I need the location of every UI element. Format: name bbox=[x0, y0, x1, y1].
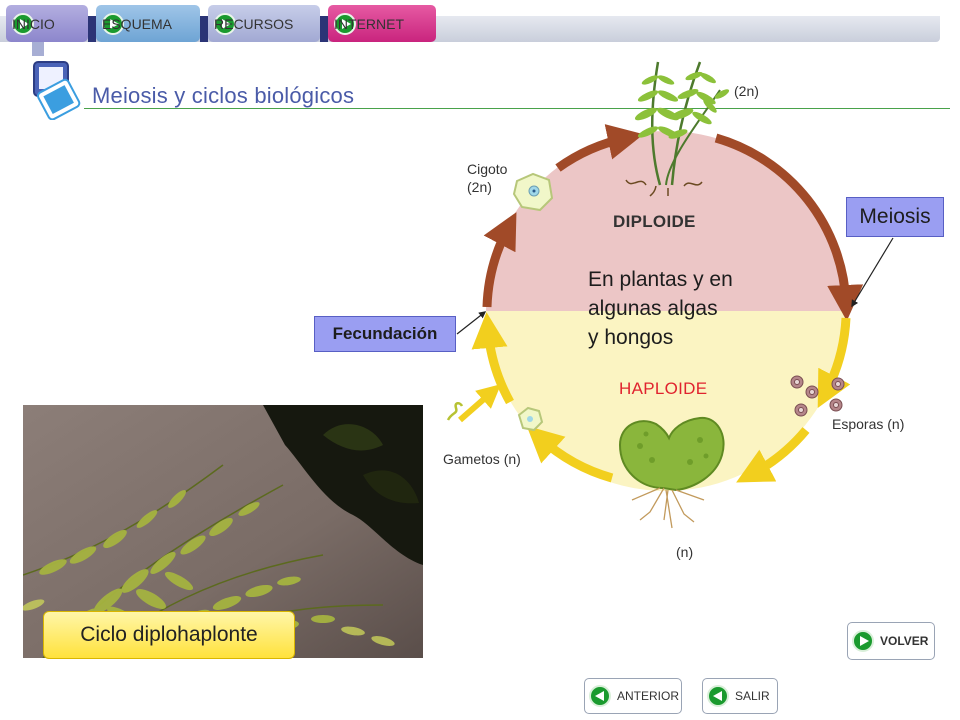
description-line: En plantas y en bbox=[588, 268, 733, 291]
nav-separator bbox=[320, 16, 328, 42]
page-title: Meiosis y ciclos biológicos bbox=[92, 83, 355, 108]
meiosis-to-spores-arrow bbox=[817, 317, 851, 408]
nav-tab-label: INTERNET bbox=[334, 15, 404, 32]
nav-tab-label: RECURSOS bbox=[214, 15, 294, 32]
decorative-stripe bbox=[32, 42, 44, 56]
slides-icon bbox=[33, 61, 81, 120]
salir-button[interactable]: SALIR bbox=[702, 678, 778, 714]
sperm-illustration bbox=[446, 402, 464, 421]
gametophyte-to-gametes-arrow bbox=[526, 425, 614, 483]
gametophyte-prothallus-illustration bbox=[618, 416, 725, 529]
sporophyte-arrow bbox=[714, 133, 864, 321]
spores-label: Esporas (n) bbox=[832, 416, 905, 432]
fertilization-label-box: Fecundación bbox=[314, 316, 456, 352]
salir-button-label: SALIR bbox=[735, 689, 770, 703]
nav-separator bbox=[200, 16, 208, 42]
spores-illustration bbox=[790, 375, 845, 417]
anterior-button[interactable]: ANTERIOR bbox=[584, 678, 682, 714]
play-icon bbox=[102, 12, 124, 35]
meiosis-label-box: Meiosis bbox=[846, 197, 944, 237]
gamete-cell-illustration bbox=[517, 406, 544, 432]
play-icon bbox=[334, 12, 356, 35]
organisms-description: En plantas y en algunas algas y hongos bbox=[588, 265, 733, 352]
nav-tab-recursos[interactable]: RECURSOS bbox=[208, 5, 320, 42]
diploid-phase-label: DIPLOIDE bbox=[613, 212, 696, 231]
description-line: algunas algas bbox=[588, 297, 718, 320]
play-icon bbox=[852, 630, 874, 652]
anterior-button-label: ANTERIOR bbox=[617, 689, 680, 703]
zygote-label-line: Cigoto bbox=[467, 161, 508, 177]
nav-tab-inicio[interactable]: INICIO bbox=[6, 5, 88, 42]
nav-tab-internet[interactable]: INTERNET bbox=[328, 5, 436, 42]
zygote-label: Cigoto (2n) bbox=[467, 160, 507, 196]
title-divider bbox=[84, 108, 950, 109]
gametophyte-ploidy-label: (n) bbox=[676, 544, 694, 560]
gamete-arrow bbox=[458, 384, 502, 423]
fertilization-to-zygote-arrow bbox=[482, 212, 517, 308]
nav-tab-label: INICIO bbox=[12, 15, 55, 32]
zygote-to-sporophyte-arrow bbox=[555, 124, 644, 172]
nav-separator bbox=[88, 16, 96, 42]
sporophyte-fern-illustration bbox=[625, 61, 730, 197]
back-arrow-icon bbox=[707, 685, 729, 707]
zygote-ploidy-line: (2n) bbox=[467, 179, 492, 195]
haploid-phase-label: HAPLOIDE bbox=[619, 379, 708, 398]
meiosis-callout-line bbox=[851, 237, 894, 308]
nav-tab-esquema[interactable]: ESQUEMA bbox=[96, 5, 200, 42]
photo-caption: Ciclo diplohaplonte bbox=[43, 611, 295, 659]
top-navigation-bar: INICIO ESQUEMA RECURSOS INTERNET bbox=[0, 0, 960, 46]
description-line: y hongos bbox=[588, 326, 674, 349]
volver-button[interactable]: VOLVER bbox=[847, 622, 935, 660]
play-icon bbox=[12, 12, 34, 35]
volver-button-label: VOLVER bbox=[880, 634, 929, 648]
spores-to-gametophyte-arrow bbox=[736, 427, 810, 483]
play-icon bbox=[214, 12, 236, 35]
zygote-cell-illustration bbox=[512, 172, 554, 212]
nav-tab-label: ESQUEMA bbox=[102, 15, 173, 32]
gametes-label: Gametos (n) bbox=[443, 451, 521, 467]
sporophyte-ploidy-label: (2n) bbox=[734, 83, 759, 99]
gametes-to-fertilization-arrow bbox=[471, 312, 514, 405]
back-arrow-icon bbox=[589, 685, 611, 707]
fertilization-callout-line bbox=[456, 311, 487, 335]
